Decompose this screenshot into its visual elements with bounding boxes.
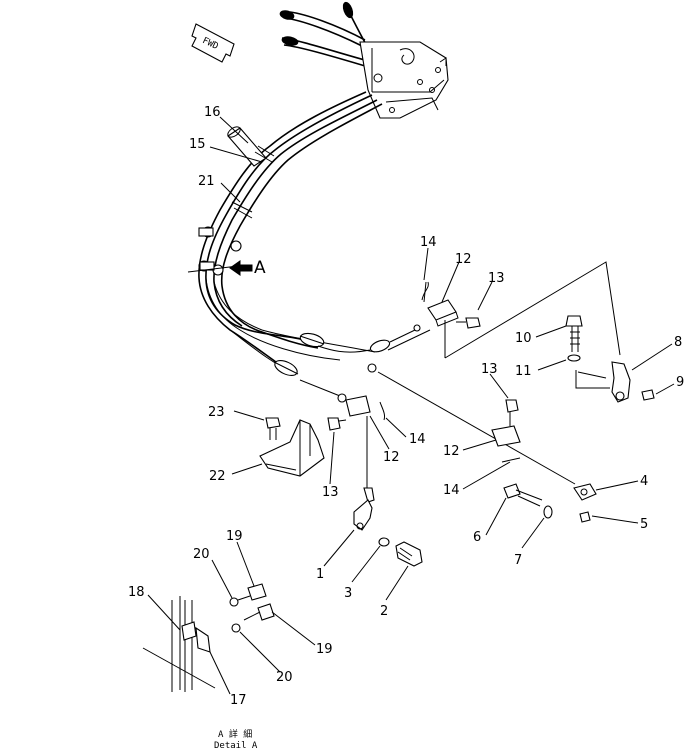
callout-labels: 16 15 21 14 12 13 10 11 8 9 13 12 14 4 5… bbox=[128, 105, 684, 708]
callout-12-right: 12 bbox=[443, 444, 460, 459]
detail-caption-en: Detail A bbox=[214, 741, 258, 750]
callout-10: 10 bbox=[515, 331, 532, 346]
callout-1: 1 bbox=[316, 567, 324, 582]
callout-21: 21 bbox=[198, 174, 215, 189]
cable-clamps bbox=[198, 145, 275, 276]
callout-7: 7 bbox=[514, 553, 522, 568]
callout-5: 5 bbox=[640, 517, 648, 532]
callout-22: 22 bbox=[209, 469, 226, 484]
callout-16: 16 bbox=[204, 105, 221, 120]
right-yoke bbox=[491, 399, 521, 463]
callout-18: 18 bbox=[128, 585, 145, 600]
callout-13-mid: 13 bbox=[322, 485, 339, 500]
callout-12-upper: 12 bbox=[455, 252, 472, 267]
callout-12-mid: 12 bbox=[383, 450, 400, 465]
callout-13-right: 13 bbox=[481, 362, 498, 377]
callout-6: 6 bbox=[473, 530, 481, 545]
link-rod bbox=[377, 371, 576, 485]
callout-11: 11 bbox=[515, 364, 532, 379]
callout-14-upper: 14 bbox=[420, 235, 437, 250]
rod-end-4 bbox=[503, 483, 597, 523]
detail-caption-jp: A 詳 細 bbox=[218, 728, 252, 740]
right-lever-bracket bbox=[444, 261, 655, 403]
callout-9: 9 bbox=[676, 375, 684, 390]
lever-1 bbox=[353, 487, 423, 567]
callout-8: 8 bbox=[674, 335, 682, 350]
fwd-arrow: FWD bbox=[191, 23, 235, 63]
callout-23: 23 bbox=[208, 405, 225, 420]
upper-yoke bbox=[421, 281, 481, 329]
callout-17: 17 bbox=[230, 693, 247, 708]
callout-20-upper: 20 bbox=[193, 547, 210, 562]
callout-20-lower: 20 bbox=[276, 670, 293, 685]
leader-lines bbox=[147, 116, 675, 695]
callout-13-upper: 13 bbox=[488, 271, 505, 286]
callout-2: 2 bbox=[380, 604, 388, 619]
cable-bundle bbox=[198, 91, 383, 373]
control-lever-assembly bbox=[279, 1, 449, 119]
callout-3: 3 bbox=[344, 586, 352, 601]
callout-14-right: 14 bbox=[443, 483, 460, 498]
detail-a-view bbox=[142, 583, 275, 692]
middle-yoke bbox=[327, 395, 385, 488]
callout-14-mid: 14 bbox=[409, 432, 426, 447]
callout-4: 4 bbox=[640, 474, 648, 489]
bolt-10 bbox=[565, 315, 583, 362]
cable-ends bbox=[273, 324, 431, 403]
view-a-label: A bbox=[254, 258, 266, 278]
bracket-22 bbox=[259, 417, 325, 477]
detail-caption: A 詳 細 Detail A bbox=[214, 728, 258, 750]
callout-19-upper: 19 bbox=[226, 529, 243, 544]
callout-15: 15 bbox=[189, 137, 206, 152]
cable-sleeve bbox=[227, 126, 267, 167]
callout-19-lower: 19 bbox=[316, 642, 333, 657]
view-a-arrow: A bbox=[187, 258, 266, 278]
